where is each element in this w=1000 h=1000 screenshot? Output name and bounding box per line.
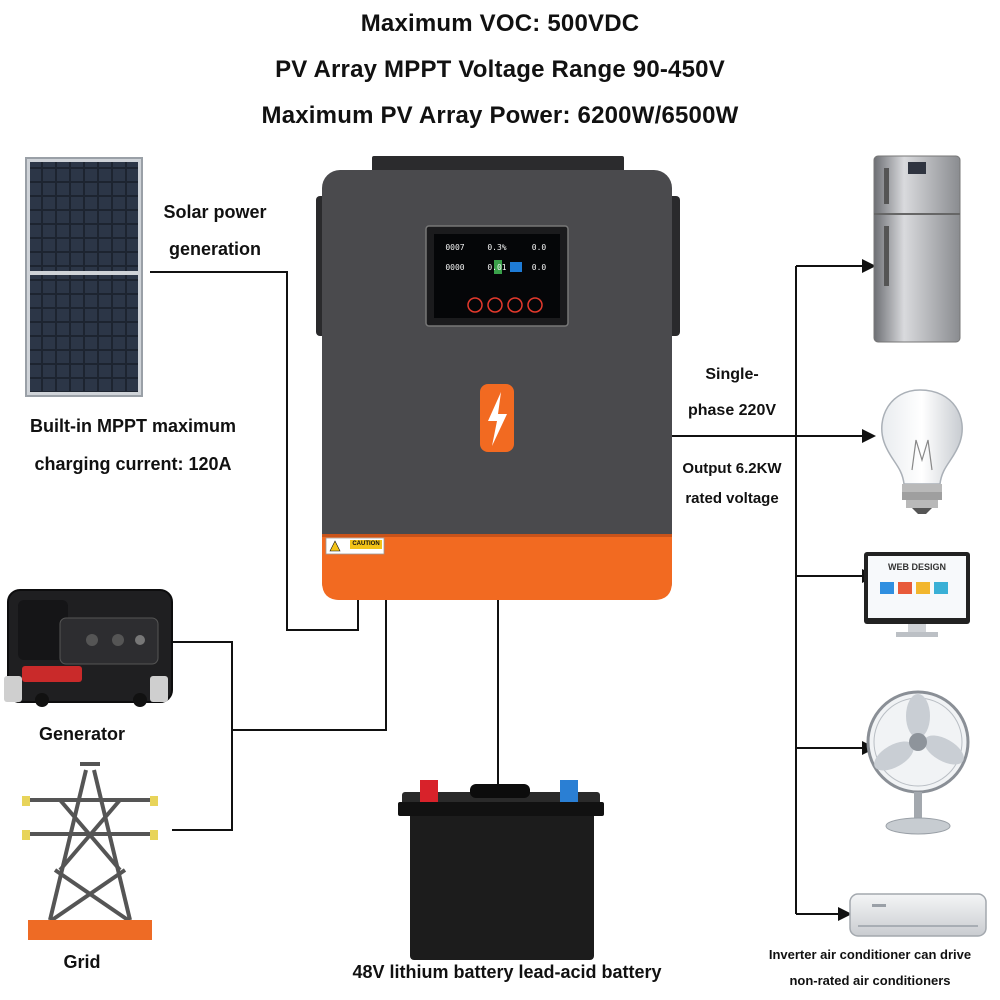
refrigerator-icon <box>873 155 961 343</box>
grid-label: Grid <box>63 952 101 972</box>
header-mppt-range: PV Array MPPT Voltage Range 90-450V <box>275 56 725 83</box>
lcd-readout: 0000 <box>445 263 465 272</box>
output-label-line2: rated voltage <box>685 490 779 507</box>
mppt-label-line2: charging current: 120A <box>34 454 232 474</box>
air-conditioner-icon <box>849 893 987 937</box>
output-arrows <box>796 259 876 921</box>
ac-label-line1: Inverter air conditioner can drive <box>768 947 972 962</box>
lcd-readout: 0.01 <box>487 263 507 272</box>
output-label-line1: Output 6.2KW <box>682 460 782 477</box>
phase-label-line1: Single- <box>705 366 759 383</box>
light-bulb-icon <box>881 389 963 514</box>
grid-tower-icon <box>22 762 158 940</box>
caution-label: CAUTION <box>352 541 380 547</box>
grid-connector <box>172 730 233 831</box>
lcd-readout: 0007 <box>445 243 465 252</box>
monitor-screen-title: WEB DESIGN <box>887 562 946 572</box>
inverter-icon <box>316 156 680 600</box>
generator-icon <box>4 589 173 707</box>
solar-label-line1: Solar power <box>163 202 267 222</box>
header-voc: Maximum VOC: 500VDC <box>360 10 640 37</box>
header-max-power: Maximum PV Array Power: 6200W/6500W <box>261 102 739 129</box>
phase-label-line2: phase 220V <box>687 402 777 419</box>
lcd-readout: 0.0 <box>531 263 547 272</box>
generator-connector <box>172 641 233 730</box>
solar-connector <box>150 271 359 631</box>
fan-icon <box>866 690 970 835</box>
solar-panel-icon <box>25 157 143 397</box>
lcd-readout: 0.0 <box>531 243 547 252</box>
mppt-label-line1: Built-in MPPT maximum <box>29 416 236 436</box>
lcd-readout: 0.3% <box>487 243 507 252</box>
ac-label-line2: non-rated air conditioners <box>789 973 951 988</box>
battery-icon <box>398 780 604 960</box>
monitor-icon <box>864 552 970 637</box>
ac-input-connector <box>232 600 387 731</box>
solar-label-line2: generation <box>168 239 261 259</box>
lcd-readout-grid: 0007 0.3% 0.0 0000 0.01 0.0 <box>434 238 560 278</box>
connector-lines <box>150 266 797 914</box>
battery-label: 48V lithium battery lead-acid battery <box>352 962 662 982</box>
generator-label: Generator <box>38 724 126 744</box>
